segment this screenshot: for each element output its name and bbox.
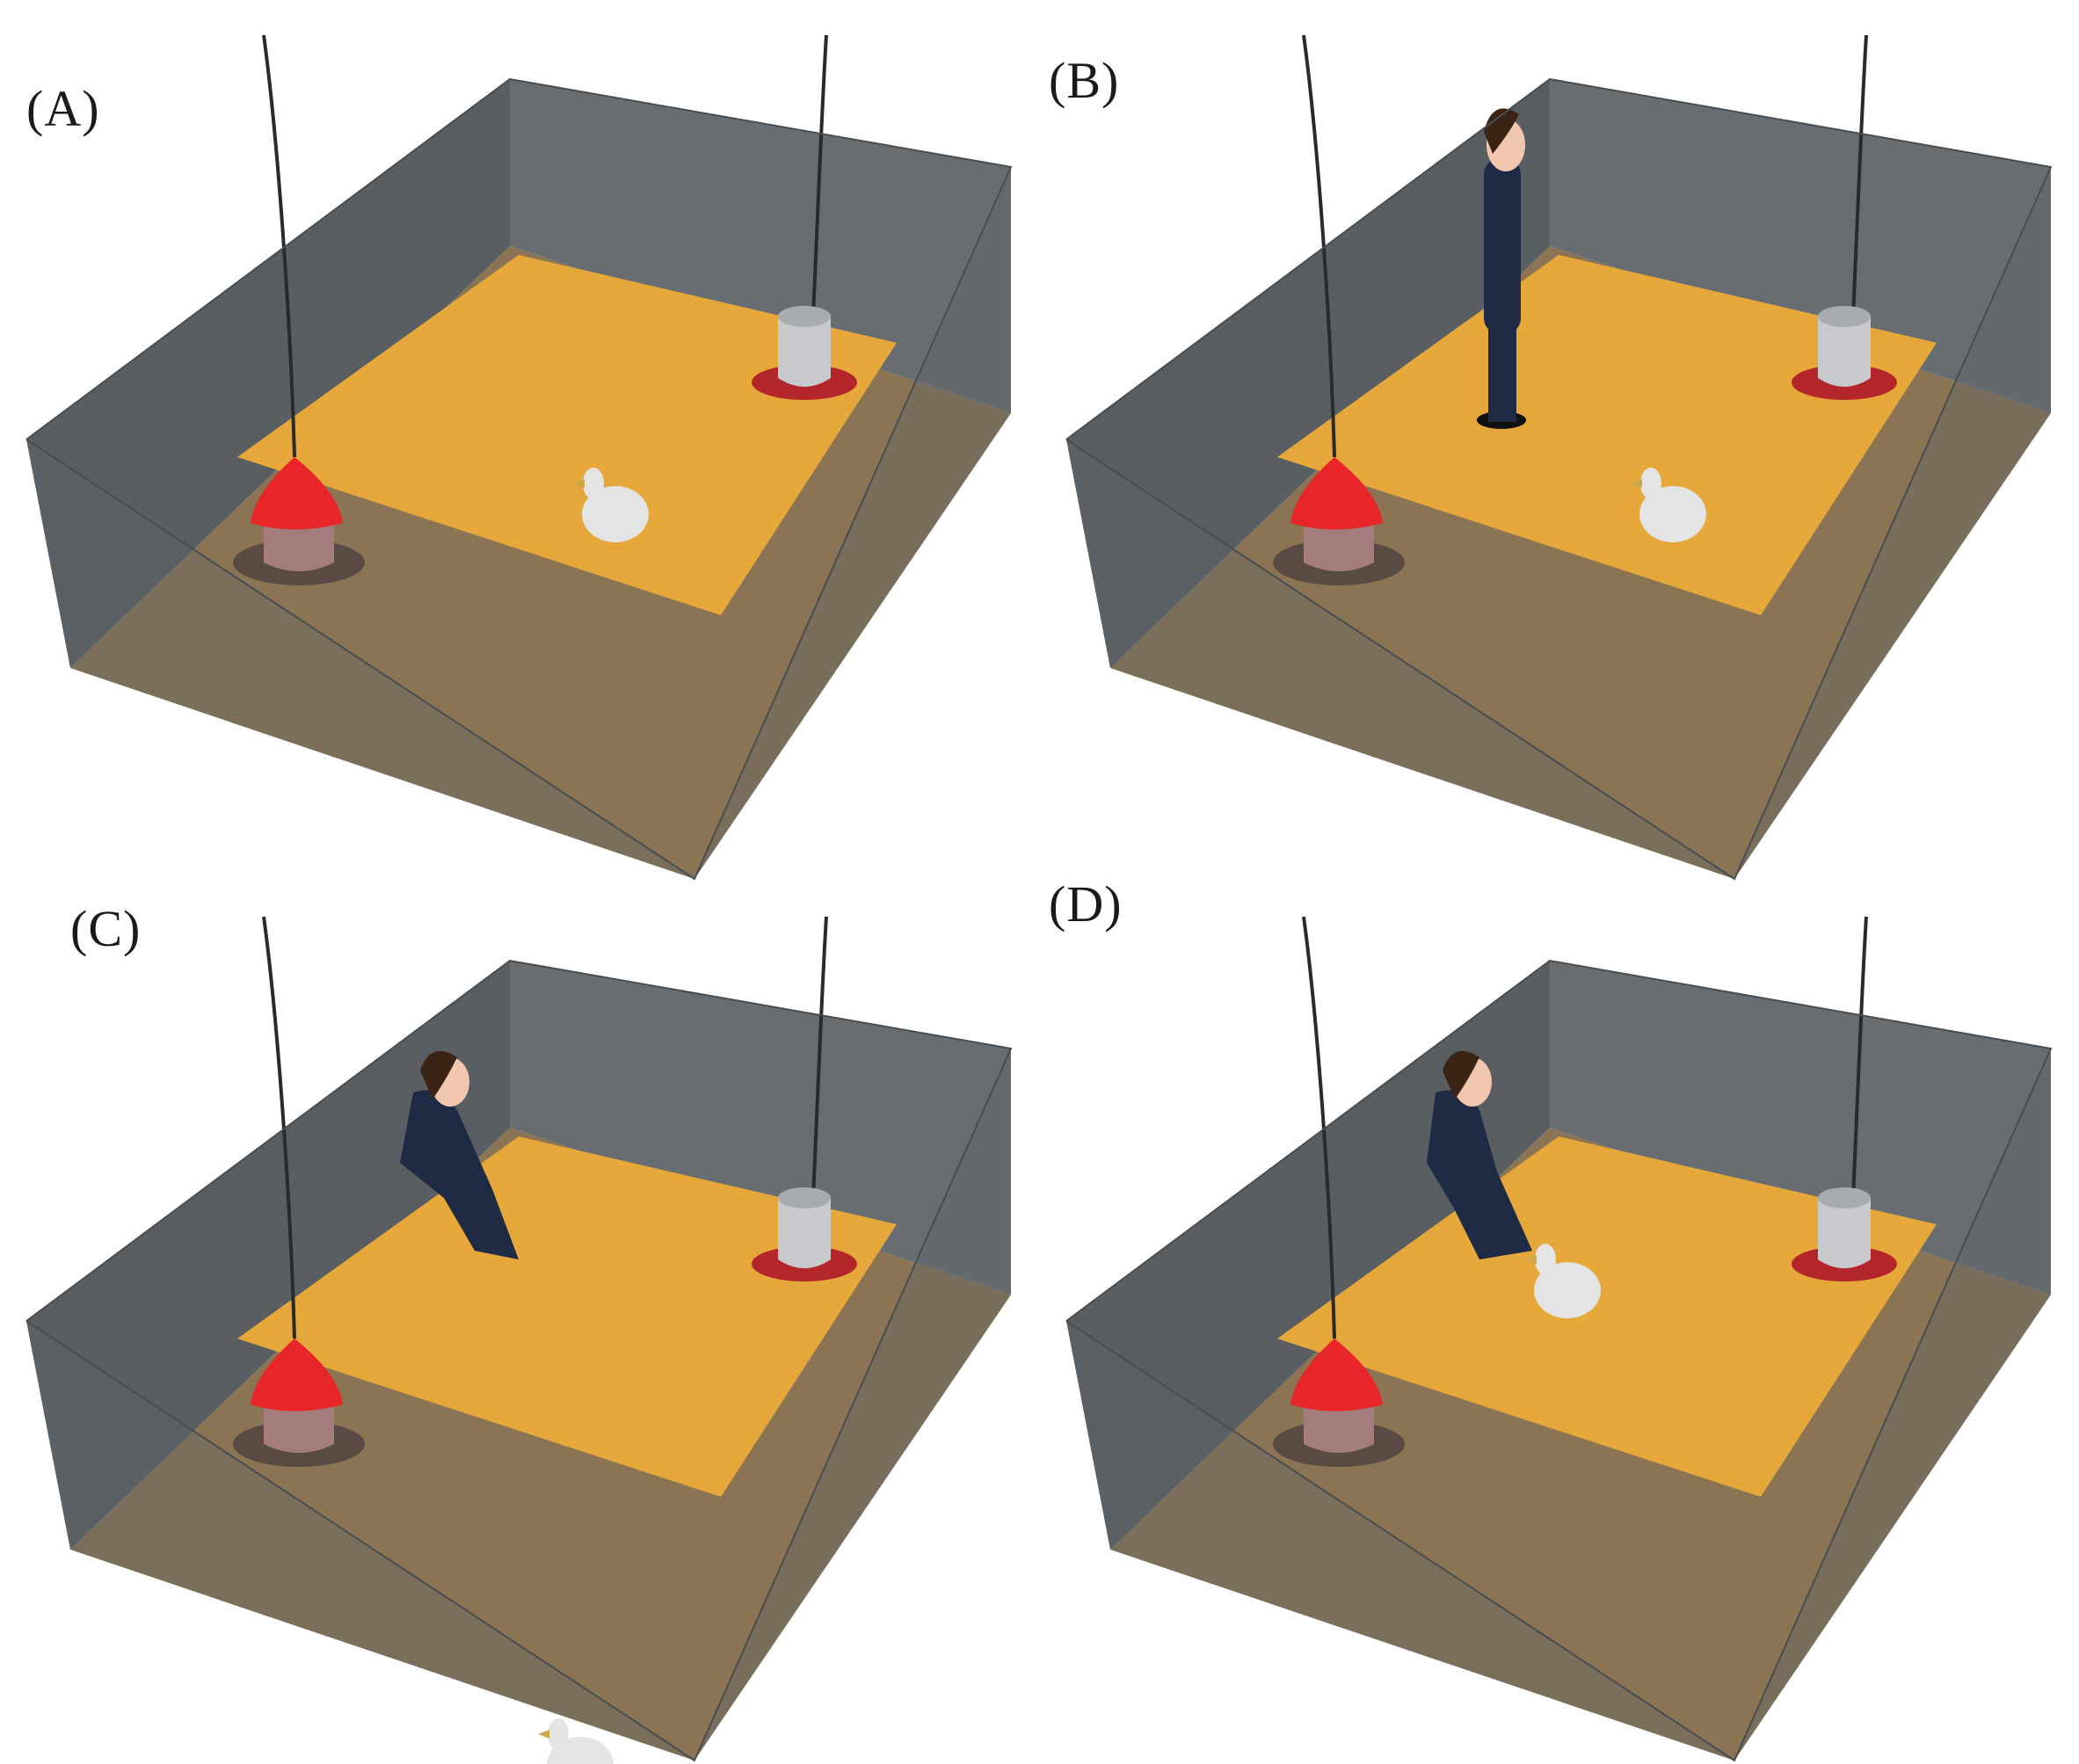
drinker-cable: [811, 916, 828, 1199]
panel-d: (D): [1040, 875, 2079, 1763]
lamp-shade: [1290, 457, 1383, 530]
top-rim: [25, 959, 1013, 1762]
top-rim: [1065, 959, 2053, 1762]
drinker-cable: [811, 34, 828, 317]
hen-head: [583, 468, 604, 499]
person-legs: [1488, 325, 1516, 422]
drinker: [752, 916, 857, 1281]
feeder-body: [1304, 1400, 1374, 1453]
lamp-cable: [1302, 916, 1336, 1339]
lamp-shade: [251, 1339, 343, 1412]
pen: [25, 34, 1013, 881]
back-wall-left: [26, 961, 510, 1550]
person-standing: [1477, 108, 1526, 429]
lamp-cable: [1302, 34, 1336, 458]
panel-c: (C): [0, 882, 1039, 1764]
hen-body: [582, 486, 649, 542]
person-torso-legs: [1484, 158, 1521, 334]
lamp-cable: [262, 916, 296, 1339]
pen-scene-a: [25, 34, 1013, 881]
back-wall-right: [1550, 961, 2051, 1295]
hen-head: [1535, 1244, 1556, 1275]
drinker-body: [1818, 316, 1871, 387]
litter-mat: [237, 1136, 897, 1497]
hen: [573, 468, 649, 542]
drinker: [1792, 34, 1897, 400]
hen-head: [548, 1718, 569, 1750]
panel-label-c: (C): [70, 900, 142, 957]
hen: [1631, 468, 1706, 542]
person-body: [400, 1090, 519, 1259]
heat-lamp: [233, 34, 365, 585]
pen-scene-d: [1065, 916, 2053, 1762]
hen: [538, 1718, 614, 1764]
person-kneeling: [400, 1050, 519, 1259]
lamp-cable: [262, 34, 296, 458]
litter-mat: [1277, 255, 1937, 615]
heat-lamp: [233, 916, 365, 1467]
person-hair: [1443, 1050, 1479, 1100]
person-touching: [1427, 1050, 1532, 1259]
panel-b: (B): [1040, 0, 2079, 882]
drinker: [1792, 916, 1897, 1281]
drinker-top: [778, 306, 831, 327]
lamp-shade: [1290, 1339, 1383, 1412]
back-wall-right: [510, 79, 1011, 413]
pen-scene-c: [25, 916, 1013, 1764]
hen-beak: [1525, 1255, 1537, 1264]
panel-label-b: (B): [1049, 52, 1120, 109]
top-rim: [25, 77, 1013, 881]
hen-beak: [538, 1730, 549, 1739]
pen: [25, 916, 1013, 1764]
drinker-top: [778, 1187, 831, 1209]
hen-beak: [573, 479, 585, 488]
drinker-top: [1818, 1187, 1871, 1209]
back-wall-right: [1550, 79, 2051, 413]
drinker: [752, 34, 857, 400]
litter-mat: [237, 255, 897, 615]
person-hair: [420, 1050, 457, 1100]
drinker-cable: [1851, 916, 1868, 1199]
top-rim: [1065, 77, 2053, 881]
back-wall-left: [26, 79, 510, 668]
drinker-body: [778, 1198, 831, 1268]
hen-beak: [1631, 479, 1642, 488]
feeder-body: [264, 519, 334, 571]
back-wall-left: [1066, 79, 1550, 668]
panel-label-d: (D): [1049, 875, 1123, 933]
drinker-cable: [1851, 34, 1868, 317]
drinker-body: [778, 316, 831, 387]
heat-lamp: [1273, 34, 1405, 585]
pen: [1065, 34, 2053, 881]
hen-head: [1640, 468, 1661, 499]
pen-scene-b: [1065, 34, 2053, 881]
person-body: [1427, 1090, 1532, 1259]
feeder-body: [1304, 519, 1374, 571]
litter-mat: [1277, 1136, 1937, 1497]
lamp-shade: [251, 457, 343, 530]
hen-body: [1639, 486, 1706, 542]
heat-lamp: [1273, 916, 1405, 1467]
panel-a: (A): [0, 0, 1039, 882]
drinker-body: [1818, 1198, 1871, 1268]
back-wall-right: [510, 961, 1011, 1295]
drinker-top: [1818, 306, 1871, 327]
hen: [1525, 1244, 1601, 1318]
person-hair: [1484, 108, 1519, 154]
pen: [1065, 916, 2053, 1762]
panel-label-a: (A): [26, 80, 100, 137]
back-wall-left: [1066, 961, 1550, 1550]
hen-body: [1534, 1262, 1601, 1318]
feeder-body: [264, 1400, 334, 1453]
